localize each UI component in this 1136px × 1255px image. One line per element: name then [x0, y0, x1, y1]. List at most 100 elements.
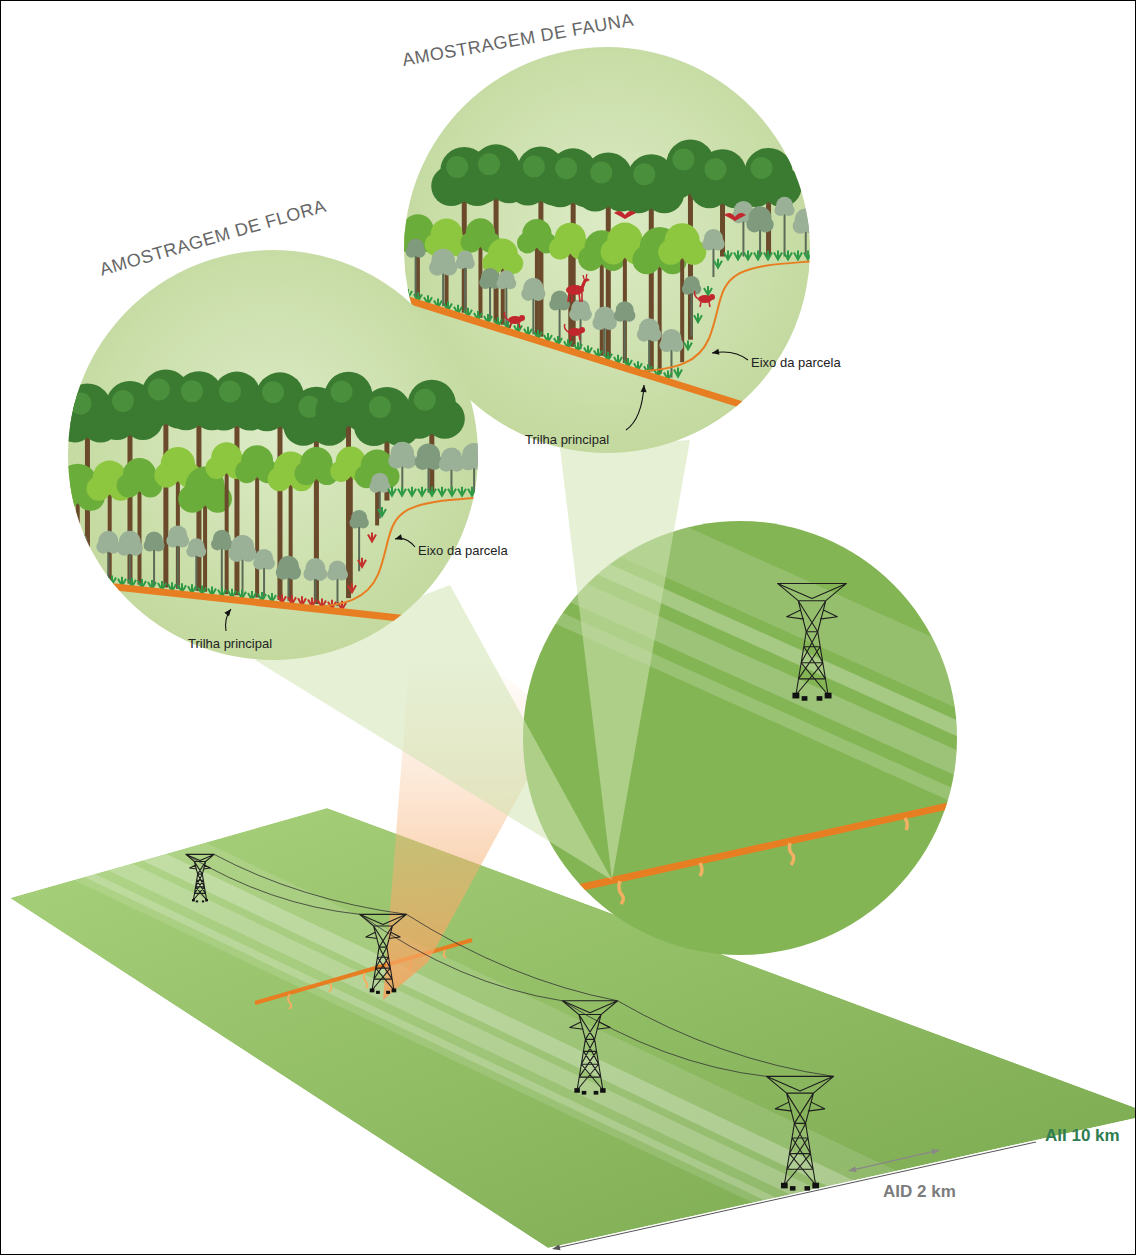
arrow-head	[848, 1166, 857, 1172]
illustration-path	[564, 324, 580, 340]
illustration-circle	[86, 476, 110, 500]
main-trail	[255, 940, 472, 1003]
illustration-path	[428, 487, 436, 496]
trail-branches	[619, 818, 907, 904]
illustration-circle	[154, 463, 179, 488]
illustration-circle	[219, 381, 241, 403]
illustration-rect	[349, 466, 353, 592]
illustration-path	[804, 251, 812, 260]
illustration-path	[348, 583, 356, 592]
transmission-tower	[778, 583, 847, 700]
illustration-circle	[262, 381, 284, 403]
illustration-rect	[538, 179, 543, 337]
illustration-circle	[601, 239, 627, 265]
illustration-circle	[623, 309, 636, 322]
illustration-circle	[69, 392, 91, 414]
animal-silhouette	[564, 324, 585, 340]
text-holder: AID 2 km	[883, 1182, 956, 1202]
illustration-circle	[414, 246, 426, 258]
illustration-path	[98, 575, 106, 584]
illustration-circle	[414, 389, 436, 411]
forest-scene	[48, 369, 498, 628]
leader-arrow-head	[641, 385, 647, 392]
illustration-path	[774, 251, 782, 260]
illustration-circle	[235, 460, 258, 483]
illustration-circle	[460, 232, 481, 253]
illustration-circle	[745, 148, 793, 196]
corridor-stripe	[500, 585, 980, 815]
illustration-circle	[148, 378, 170, 400]
illustration-circle	[712, 237, 725, 250]
illustration-path	[398, 487, 406, 496]
illustration-path	[724, 251, 732, 260]
illustration-circle	[505, 278, 517, 290]
illustration-path	[674, 368, 682, 377]
illustration-circle	[578, 246, 603, 271]
illustration-circle	[262, 557, 275, 570]
illustration-path	[724, 213, 746, 221]
animal-silhouette	[614, 211, 636, 219]
illustration-path	[504, 312, 520, 328]
animal-silhouette	[694, 291, 715, 307]
illustration-path	[418, 487, 426, 496]
illustration-path	[580, 278, 590, 290]
illustration-path	[68, 571, 76, 580]
illustration-circle	[758, 217, 774, 233]
illustration-rect	[163, 401, 168, 587]
text-holder: Trilha principal	[188, 634, 272, 652]
illustration-path	[794, 251, 802, 260]
illustration-circle	[441, 259, 457, 275]
animal-silhouette	[504, 312, 525, 328]
illustration-rect	[649, 186, 654, 371]
illustration-circle	[804, 218, 819, 233]
illustration-circle	[195, 546, 207, 558]
illustration-circle	[519, 315, 525, 321]
illustration-circle	[67, 540, 80, 553]
plot-axis	[636, 261, 821, 372]
arrow-head	[932, 1149, 941, 1155]
illustration-path	[614, 211, 636, 219]
text-holder: Trilha principal	[525, 430, 609, 448]
corridor-stripe	[500, 545, 980, 787]
illustration-path	[694, 291, 710, 307]
dimension-line	[555, 1142, 1036, 1248]
illustration-circle	[50, 482, 79, 511]
illustration-circle	[669, 338, 683, 352]
animal-silhouette	[566, 274, 590, 302]
illustration-circle	[658, 240, 683, 265]
trail-label: Trilha principal	[188, 637, 272, 652]
illustration-circle	[783, 204, 795, 216]
illustration-path	[468, 487, 476, 496]
illustration-circle	[590, 161, 612, 183]
leader-arrow	[395, 538, 415, 547]
transmission-tower	[186, 854, 214, 902]
animal-silhouette	[724, 213, 746, 221]
tall-trees	[54, 369, 464, 603]
illustration-path	[458, 487, 466, 496]
corridor-stripe	[0, 829, 1136, 1255]
illustration-circle	[69, 532, 87, 550]
illustration-circle	[205, 457, 227, 479]
mid-trees	[50, 442, 399, 604]
illustration-path	[108, 576, 116, 585]
zoom-circle	[68, 250, 478, 660]
illustration-circle	[112, 390, 134, 412]
text-holder: Eixo da parcela	[751, 353, 841, 371]
illustration-circle	[672, 148, 694, 170]
illustration-circle	[128, 541, 143, 556]
illustration-path	[368, 532, 376, 541]
tall-trees	[431, 139, 801, 371]
dimension-label: AII 10 km	[1045, 1126, 1120, 1146]
illustration-path	[754, 251, 762, 260]
illustration-path	[448, 487, 456, 496]
transmission-tower	[562, 1001, 617, 1095]
illustration-circle	[751, 157, 773, 179]
dimension-line	[852, 1151, 936, 1170]
illustration-path	[408, 487, 416, 496]
illustration-circle	[331, 381, 353, 403]
illustration-path	[744, 251, 752, 260]
illustration-circle	[330, 460, 352, 482]
